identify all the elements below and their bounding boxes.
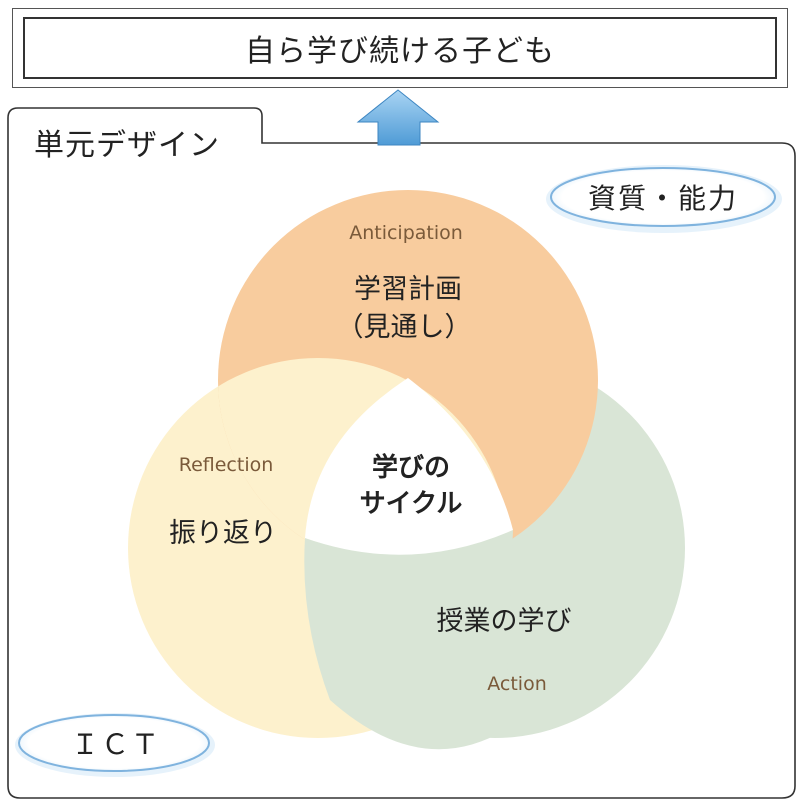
reflection-jp-label: 振り返り — [169, 518, 277, 549]
goal-box: 自ら学び続ける子ども — [12, 8, 788, 88]
goal-title: 自ら学び続ける子ども — [23, 17, 777, 79]
competency-label: 資質・能力 — [587, 182, 739, 215]
up-arrow — [356, 89, 440, 146]
reflection-en-label: Reflection — [178, 454, 274, 476]
anticipation-jp-sublabel: （見通し） — [336, 312, 472, 343]
anticipation-en-label: Anticipation — [349, 222, 463, 244]
action-over-reflection — [304, 530, 513, 750]
action-en-label: Action — [487, 673, 547, 695]
anticipation-jp-label: 学習計画 — [354, 274, 462, 305]
action-jp-label: 授業の学び — [436, 606, 572, 637]
cycle-center-label-2: サイクル — [359, 489, 463, 519]
cycle-center-label-1: 学びの — [371, 453, 451, 483]
ict-pill — [15, 713, 215, 777]
ict-label: ＩＣＴ — [70, 728, 162, 761]
competency-pill — [546, 165, 782, 233]
cycle-center — [305, 378, 513, 555]
unit-tab-label: 単元デザイン — [34, 128, 220, 163]
